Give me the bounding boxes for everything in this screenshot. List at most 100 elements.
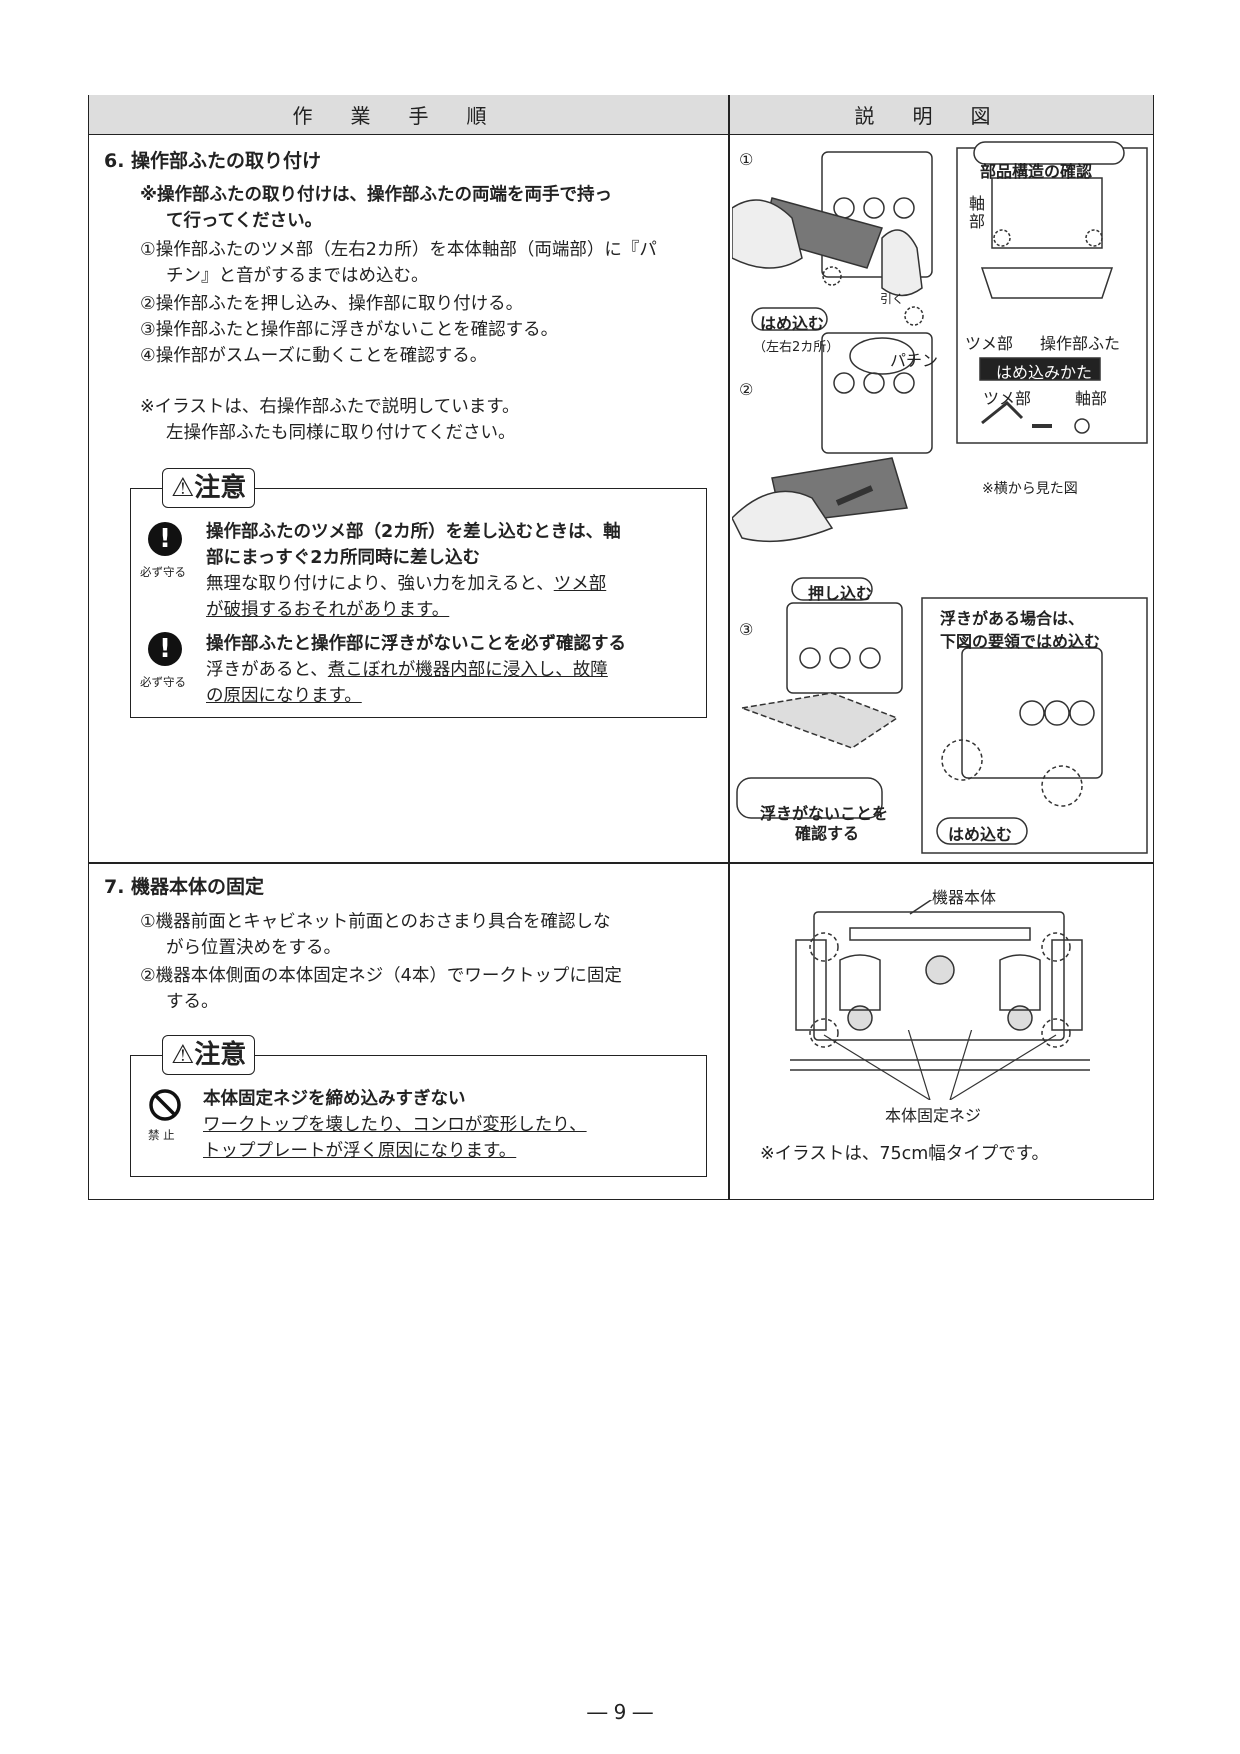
appliance-body-shape [813,911,1065,1041]
tsume2-label: ツメ部 [983,389,1032,408]
section6-step1-line2: チン』と音がするまではめ込む。 [166,266,429,286]
page-number: ― 9 ― [587,1700,653,1724]
knob-icon [1044,700,1070,726]
nofloat-label-line2: 確認する [795,824,860,843]
knob-icon [1069,700,1095,726]
caution2-body-line1: 浮きがあると、煮こぼれが機器内部に浸入し、故障 [206,660,608,680]
section7-title: 7. 機器本体の固定 [104,876,265,898]
shaft-side-icon [1074,418,1090,434]
burner-icon [1007,1005,1033,1031]
side-bracket-shape [1051,939,1083,1031]
burner-icon [847,1005,873,1031]
section6-figure [732,141,1148,854]
section7-caution-body-line2: トッププレートが浮く原因になります。 [203,1141,517,1161]
claw-side-icon [981,400,1024,425]
control-panel-shape [961,647,1103,779]
section7-step2-line1: ②機器本体側面の本体固定ネジ（4本）でワークトップに固定 [140,966,622,986]
section7-figure-note: ※イラストは、75cm幅タイプです。 [760,1144,1049,1164]
section7-caution-title: 本体固定ネジを締め込みすぎない [203,1089,466,1109]
knob-icon [863,372,885,394]
mandatory-label: 必ず守る [140,565,186,579]
knob-icon [833,372,855,394]
section6-illus-note-line2: 左操作部ふたも同様に取り付けてください。 [166,423,516,443]
screw-label: 本体固定ネジ [885,1106,982,1125]
figure-step-3: ③ [739,620,754,639]
side-view-label: ※横から見た図 [982,481,1078,497]
claw-highlight-icon [1041,765,1083,807]
screw-highlight-icon [1041,932,1071,962]
nofloat-badge [736,777,883,819]
caution1-body-line2: が破損するおそれがあります。 [206,600,450,620]
section6-title: 6. 操作部ふたの取り付け [104,150,322,172]
knob-icon [893,197,915,219]
jiku-vertical-2: 部 [969,212,986,231]
futa-label: 操作部ふた [1040,334,1121,353]
leader-line [909,900,933,915]
column-divider [728,95,730,1200]
tsume-label: ツメ部 [965,334,1014,353]
caution1-body-underlined: ツメ部 [553,574,607,594]
float-label-line1: 浮きがある場合は、 [940,609,1085,628]
caution2-body-line2: の原因になります。 [206,686,362,706]
section6-caution-box [130,488,707,718]
section6-caution-label: ⚠注意 [162,468,256,508]
shaft-highlight-icon [1085,229,1103,247]
oshikomu-label: 押し込む [808,584,873,603]
structure-title: 部品構造の確認 [980,162,1093,181]
oshikomu-badge [791,577,873,601]
screw-highlight-icon [809,932,839,962]
header-work-steps: 作業手順 [89,95,728,135]
howto-label: はめ込みかた [996,363,1093,382]
hamekomu-badge [936,817,1028,845]
caution1-title-line2: 部にまっすぐ2カ所同時に差し込む [206,548,480,568]
section7-caution-label: ⚠注意 [162,1035,256,1075]
caution1-body-line1: 無理な取り付けにより、強い力を加えると、ツメ部 [206,574,607,594]
hand-icon [881,229,923,297]
push-arrow-icon [835,485,874,506]
knob-icon [893,372,915,394]
section6-illus-note-line1: ※イラストは、右操作部ふたで説明しています。 [140,397,520,417]
section7-step1-line1: ①機器前面とキャビネット前面とのおさまり具合を確認しな [140,912,611,932]
panel-frame-shape [991,177,1103,249]
section6-step1-line1: ①操作部ふたのツメ部（左右2カ所）を本体軸部（両端部）に『パ [140,240,657,260]
pipe-shape [999,954,1041,1011]
section7-figure [790,900,1090,1071]
section7-step1-line2: がら位置決めをする。 [166,938,341,958]
header-diagram: 説明図 [730,95,1153,135]
pachin-bubble [849,337,915,375]
section7-step2-line2: する。 [166,992,219,1012]
mandatory-icon: ! [148,522,182,556]
nofloat-label-line1: 浮きがないことを [760,804,889,823]
control-panel-shape [821,332,933,454]
pipe-shape [839,954,881,1011]
screw-highlight-icon [809,1018,839,1048]
hamekomu2-label: はめ込む [948,825,1013,844]
knob-icon [1019,700,1045,726]
section6-step2: ②操作部ふたを押し込み、操作部に取り付ける。 [140,294,524,314]
hand-icon [732,199,803,269]
pachin-label: パチン [890,351,939,370]
screw-highlight-icon [1041,1018,1071,1048]
prohibit-icon [149,1089,181,1121]
burner-icon [925,955,955,985]
jiku-vertical-1: 軸 [969,194,986,213]
section7-caution-body-line1: ワークトップを壊したり、コンロが変形したり、 [203,1115,587,1135]
claw-highlight-icon [822,266,842,286]
claw-highlight-icon [941,739,983,781]
caution2-body-underlined: 煮こぼれが機器内部に浸入し、故障 [327,660,608,680]
float-box [921,597,1148,854]
caution2-title: 操作部ふたと操作部に浮きがないことを必ず確認する [206,634,626,654]
mandatory-icon: ! [148,632,182,666]
row-divider [88,862,1154,864]
hamekomu-badge [751,307,828,331]
caution1-title-line1: 操作部ふたのツメ部（2カ所）を差し込むときは、軸 [206,522,621,542]
lid-check-shape [739,692,899,749]
body-label: 機器本体 [932,888,997,907]
left-right-label: （左右2カ所） [753,340,840,355]
prohibit-label: 禁 止 [148,1128,175,1142]
claw-highlight-icon [904,306,924,326]
side-bracket-shape [795,939,827,1031]
top-rail-shape [849,927,1031,941]
structure-title-badge [973,141,1125,165]
howto-badge [979,357,1101,381]
